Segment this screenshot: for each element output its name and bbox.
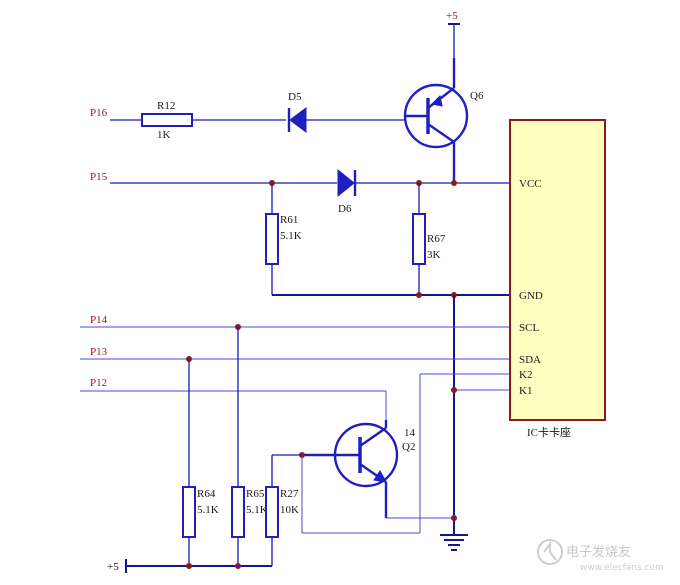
q6-collector [427,123,455,143]
q6-emitter [427,87,455,109]
diode-d6-body [337,168,355,198]
socket-body [509,119,606,421]
net-label-p14: P14 [90,314,108,326]
vcc-top-supply: +5 [446,10,460,58]
q6-ref: Q6 [470,90,484,102]
d6-ref: D6 [338,203,352,215]
junction-k1 [451,387,457,393]
p12-row: P12 [80,377,387,420]
r27-value: 10K [280,504,299,516]
transistor-q6: Q6 [403,58,484,183]
r67-value: 3K [427,249,441,261]
resistor-r65: R65 5.1K [231,327,268,566]
k-pins-wiring [302,373,510,534]
watermark-url: www.elecfans.com [580,563,664,573]
q2-ref: Q2 [402,441,415,453]
q2-pin-label: 14 [404,427,416,439]
resistor-r64: R64 5.1K [182,359,219,566]
junction-r65-vcc [235,563,241,569]
net-label-p15: P15 [90,171,108,183]
r61-body [265,213,279,265]
r67-body [412,213,426,265]
ic-card-socket: VCC GND SCL SDA K2 K1 IC卡卡座 [509,119,606,439]
r61-ref: R61 [280,214,298,226]
r61-value: 5.1K [280,230,302,242]
watermark-bolt-icon [543,541,557,561]
r67-ref: R67 [427,233,446,245]
vcc-bottom-label: +5 [107,561,119,573]
r65-value: 5.1K [246,504,268,516]
junction-r64-vcc [186,563,192,569]
r64-ref: R64 [197,488,216,500]
vcc-top-label: +5 [446,10,458,22]
ground-symbol [440,515,468,551]
socket-pin-sda: SDA [519,354,541,366]
vcc-bottom-supply: +5 [107,559,272,573]
socket-pin-gnd: GND [519,290,543,302]
q2-collector [359,427,387,447]
r12-value: 1K [157,129,171,141]
net-label-p12: P12 [90,377,107,389]
d5-ref: D5 [288,91,302,103]
q2-emitter-arrow [373,470,387,483]
net-label-p13: P13 [90,346,108,358]
watermark-logo-icon [537,539,563,565]
resistor-r12 [141,113,193,127]
socket-pin-vcc: VCC [519,178,542,190]
p14-row: P14 [80,314,510,330]
resistor-r61: R61 5.1K [265,183,302,295]
r65-ref: R65 [246,488,265,500]
q6-emitter-arrow [430,94,443,107]
socket-pin-k2: K2 [519,369,532,381]
socket-pin-scl: SCL [519,322,539,334]
watermark: 电子发烧友 www.elecfans.com [537,539,664,573]
r27-body [265,486,279,538]
socket-pin-k1: K1 [519,385,532,397]
r27-ref: R27 [280,488,299,500]
diode-d5-body [289,107,307,133]
p15-row: P15 D6 [90,168,510,215]
gnd-rail [272,292,510,535]
socket-label: IC卡卡座 [527,425,571,439]
net-label-p16: P16 [90,107,108,119]
p13-row: P13 [80,346,510,362]
r64-value: 5.1K [197,504,219,516]
transistor-q2: 14 Q2 [299,420,454,519]
r12-ref: R12 [157,100,175,112]
r65-body [231,486,245,538]
junction-r67-gnd [416,292,422,298]
junction-q6-vcc [451,180,457,186]
junction-ground [451,515,457,521]
resistor-r67: R67 3K [412,183,446,295]
resistor-r27: R27 10K [265,454,303,566]
p16-row: P16 R12 1K D5 [90,91,404,141]
watermark-name: 电子发烧友 [566,544,631,560]
r64-body [182,486,196,538]
